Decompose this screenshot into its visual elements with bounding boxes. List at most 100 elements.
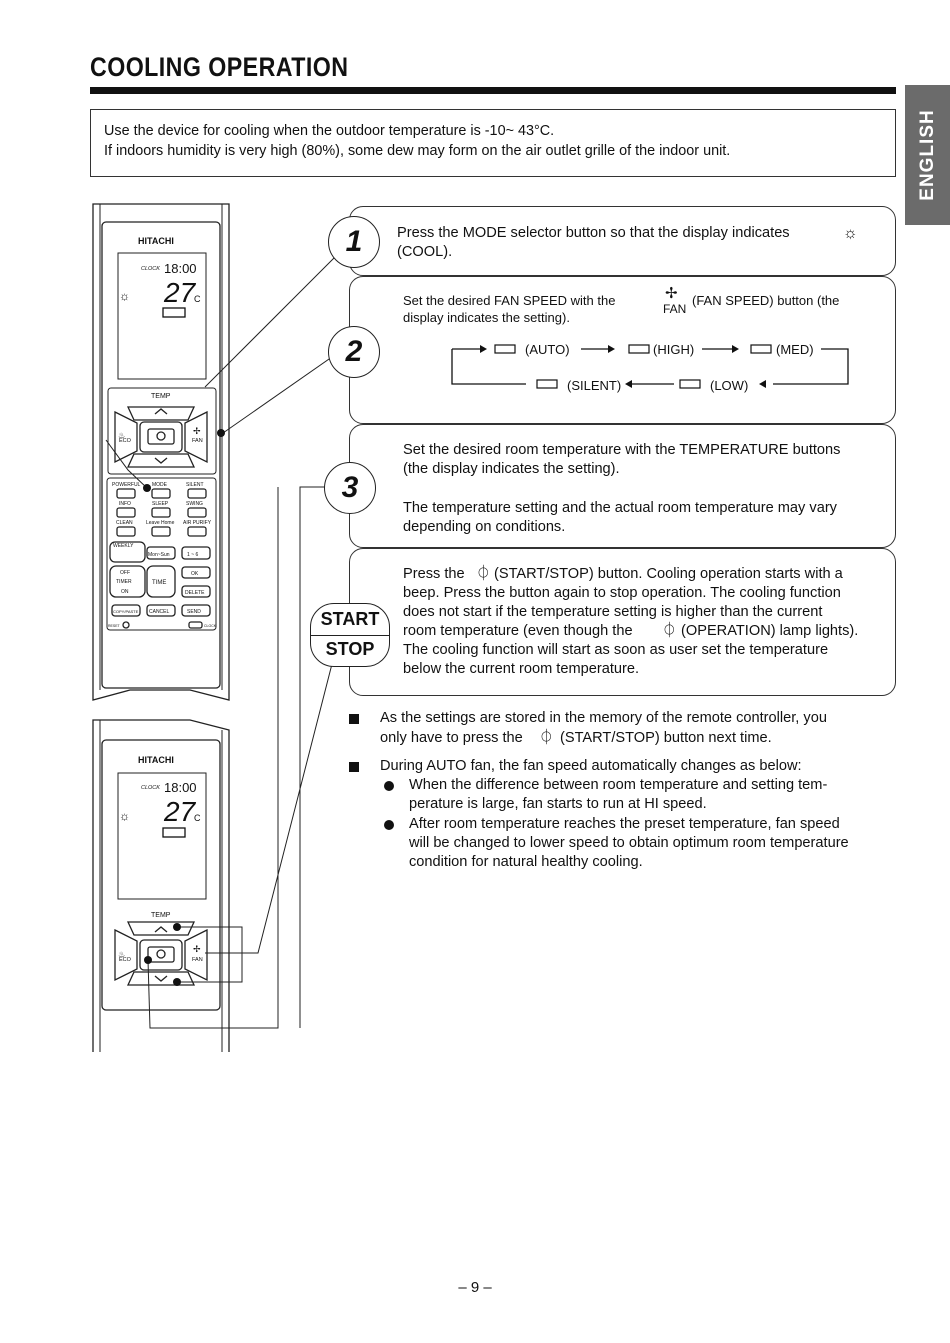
fan-silent-label: (SILENT) bbox=[567, 378, 622, 393]
step-4-line-6: below the current room temperature. bbox=[403, 661, 640, 677]
remote-mode: MODE bbox=[152, 482, 168, 488]
step-1-line-2: (COOL). bbox=[397, 244, 453, 260]
fan-med-icon bbox=[750, 344, 772, 354]
note-2-sub-2-line-2: will be changed to lower speed to obtain… bbox=[409, 835, 849, 851]
remote-2-temp-label: TEMP bbox=[151, 912, 171, 919]
fan-auto-label: (AUTO) bbox=[525, 342, 570, 357]
note-1-line-1: As the settings are stored in the memory… bbox=[380, 710, 827, 726]
start-label: START bbox=[320, 609, 380, 629]
step-3-p1-line-1: Set the desired room temperature with th… bbox=[403, 442, 841, 458]
remote-2-fan-display-icon bbox=[162, 827, 186, 838]
intro-box: Use the device for cooling when the outd… bbox=[90, 109, 896, 177]
note-2-sub-2-line-1: After room temperature reaches the prese… bbox=[409, 816, 840, 832]
note-1-line-2a: only have to press the bbox=[380, 730, 523, 746]
remote-cool-icon: ☼ bbox=[119, 289, 130, 303]
remote-temp-label: TEMP bbox=[151, 393, 171, 400]
remote-2-eco: ECO bbox=[119, 957, 132, 963]
fan-auto-icon bbox=[494, 344, 516, 354]
remote-2-cool-icon: ☼ bbox=[119, 809, 130, 823]
note-2-sub-2-bullet bbox=[384, 820, 394, 830]
step-4-box bbox=[349, 548, 896, 696]
remote-leave-home: Leave Home bbox=[146, 520, 175, 526]
step-2-number: 2 bbox=[328, 326, 380, 378]
start-stop-badge: START STOP bbox=[310, 603, 390, 667]
remote-2-eco-icon: ♨ bbox=[118, 950, 125, 959]
remote-send: SEND bbox=[187, 609, 201, 615]
fan-low-label: (LOW) bbox=[710, 378, 749, 393]
step-4-line-1a: Press the bbox=[403, 566, 465, 582]
note-2-bullet bbox=[349, 762, 359, 772]
remote-clock-label: CLOCK bbox=[141, 266, 160, 272]
language-tab: ENGLISH bbox=[905, 85, 950, 225]
fan-high-label: (HIGH) bbox=[653, 342, 695, 357]
remote-brand: HITACHI bbox=[138, 236, 174, 246]
remote-weekly: WEEKLY bbox=[113, 543, 134, 549]
remote-on: ON bbox=[121, 589, 129, 595]
remote-silent: SILENT bbox=[186, 482, 204, 488]
remote-2-labels: HITACHI CLOCK 18:00 27 C TEMP ECO FAN bbox=[119, 755, 203, 963]
power-icon: ⏀ bbox=[476, 566, 491, 582]
step-1-box bbox=[349, 206, 896, 276]
remote-powerful: POWERFUL bbox=[112, 482, 141, 488]
remote-ok: OK bbox=[191, 571, 199, 577]
remote-2-fan-icon: ✢ bbox=[193, 944, 201, 954]
fan-med-label: (MED) bbox=[776, 342, 814, 357]
remote-clean: CLEAN bbox=[116, 520, 133, 526]
remote-off: OFF bbox=[120, 570, 130, 576]
remote-2-time: 18:00 bbox=[164, 780, 197, 795]
note-2-sub-1-bullet bbox=[384, 781, 394, 791]
intro-line-1: Use the device for cooling when the outd… bbox=[104, 123, 555, 139]
remote-air-purify: AIR PURIFY bbox=[183, 520, 212, 526]
fan-label: FAN bbox=[663, 302, 687, 316]
remote-sleep: SLEEP bbox=[152, 501, 169, 507]
remote-copy-paste: COPY/PASTE bbox=[113, 609, 139, 614]
remote-delete: DELETE bbox=[185, 590, 205, 596]
remote-unit: C bbox=[194, 294, 201, 304]
page-title: COOLING OPERATION bbox=[90, 52, 349, 82]
step-2-box bbox=[349, 276, 896, 424]
remote-2-clock-label: CLOCK bbox=[141, 785, 160, 791]
step-3-box bbox=[349, 424, 896, 548]
fan-silent-icon bbox=[536, 379, 558, 389]
note-2-sub-1-line-2: perature is large, fan starts to run at … bbox=[409, 796, 707, 812]
fan-speed-icon: ✢ bbox=[665, 285, 678, 302]
remote-2-unit: C bbox=[194, 813, 201, 823]
remote-one-six: 1 ~ 6 bbox=[187, 552, 198, 558]
remote-timer: TIMER bbox=[116, 579, 132, 585]
step-4-line-2: beep. Press the button again to stop ope… bbox=[403, 585, 841, 601]
fan-level-icons bbox=[494, 344, 772, 389]
step-3-p2-line-2: depending on conditions. bbox=[403, 519, 566, 535]
step-2-line-1b: (FAN SPEED) button (the bbox=[692, 293, 840, 308]
remote-swing: SWING bbox=[186, 501, 203, 507]
stop-label: STOP bbox=[325, 639, 375, 659]
step-3-number: 3 bbox=[324, 462, 376, 514]
remote-1-labels: HITACHI CLOCK 18:00 27 C TEMP ECO FAN PO… bbox=[108, 236, 217, 628]
remote-temp: 27 bbox=[163, 277, 197, 308]
note-1-line-2b: (START/STOP) button next time. bbox=[560, 730, 772, 746]
fan-speed-cycle-diagram bbox=[451, 344, 849, 389]
operation-icon: ⏀ bbox=[662, 623, 677, 639]
step-3-p2-line-1: The temperature setting and the actual r… bbox=[403, 500, 837, 516]
step-4-line-5: The cooling function will start as soon … bbox=[403, 642, 829, 658]
intro-line-2: If indoors humidity is very high (80%), … bbox=[104, 143, 731, 159]
step-4-line-4b: (OPERATION) lamp lights). bbox=[681, 623, 859, 639]
step-4-line-3: does not start if the temperature settin… bbox=[403, 604, 823, 620]
note-2-sub-1-line-1: When the difference between room tempera… bbox=[409, 777, 828, 793]
step-4-line-4a: room temperature (even though the bbox=[403, 623, 633, 639]
remote-info: INFO bbox=[119, 501, 131, 507]
remote-cancel: CANCEL bbox=[149, 609, 170, 615]
step-1-line-1: Press the MODE selector button so that t… bbox=[397, 225, 790, 241]
note-2-sub-2-line-3: condition for natural healthy cooling. bbox=[409, 854, 643, 870]
remote-2-fan: FAN bbox=[192, 957, 203, 963]
cool-icon: ☼ bbox=[843, 225, 858, 242]
note-1-bullet bbox=[349, 714, 359, 724]
remote-time: 18:00 bbox=[164, 261, 197, 276]
remote-reset: RESET bbox=[108, 624, 121, 628]
step-1-number: 1 bbox=[328, 216, 380, 268]
remote-mon-sun: Mon~Sun bbox=[148, 552, 170, 558]
fan-high-icon bbox=[628, 344, 650, 354]
remote-2-temp: 27 bbox=[163, 796, 197, 827]
power-icon-2: ⏀ bbox=[539, 730, 554, 746]
remote-eco-icon: ♨ bbox=[118, 431, 125, 440]
